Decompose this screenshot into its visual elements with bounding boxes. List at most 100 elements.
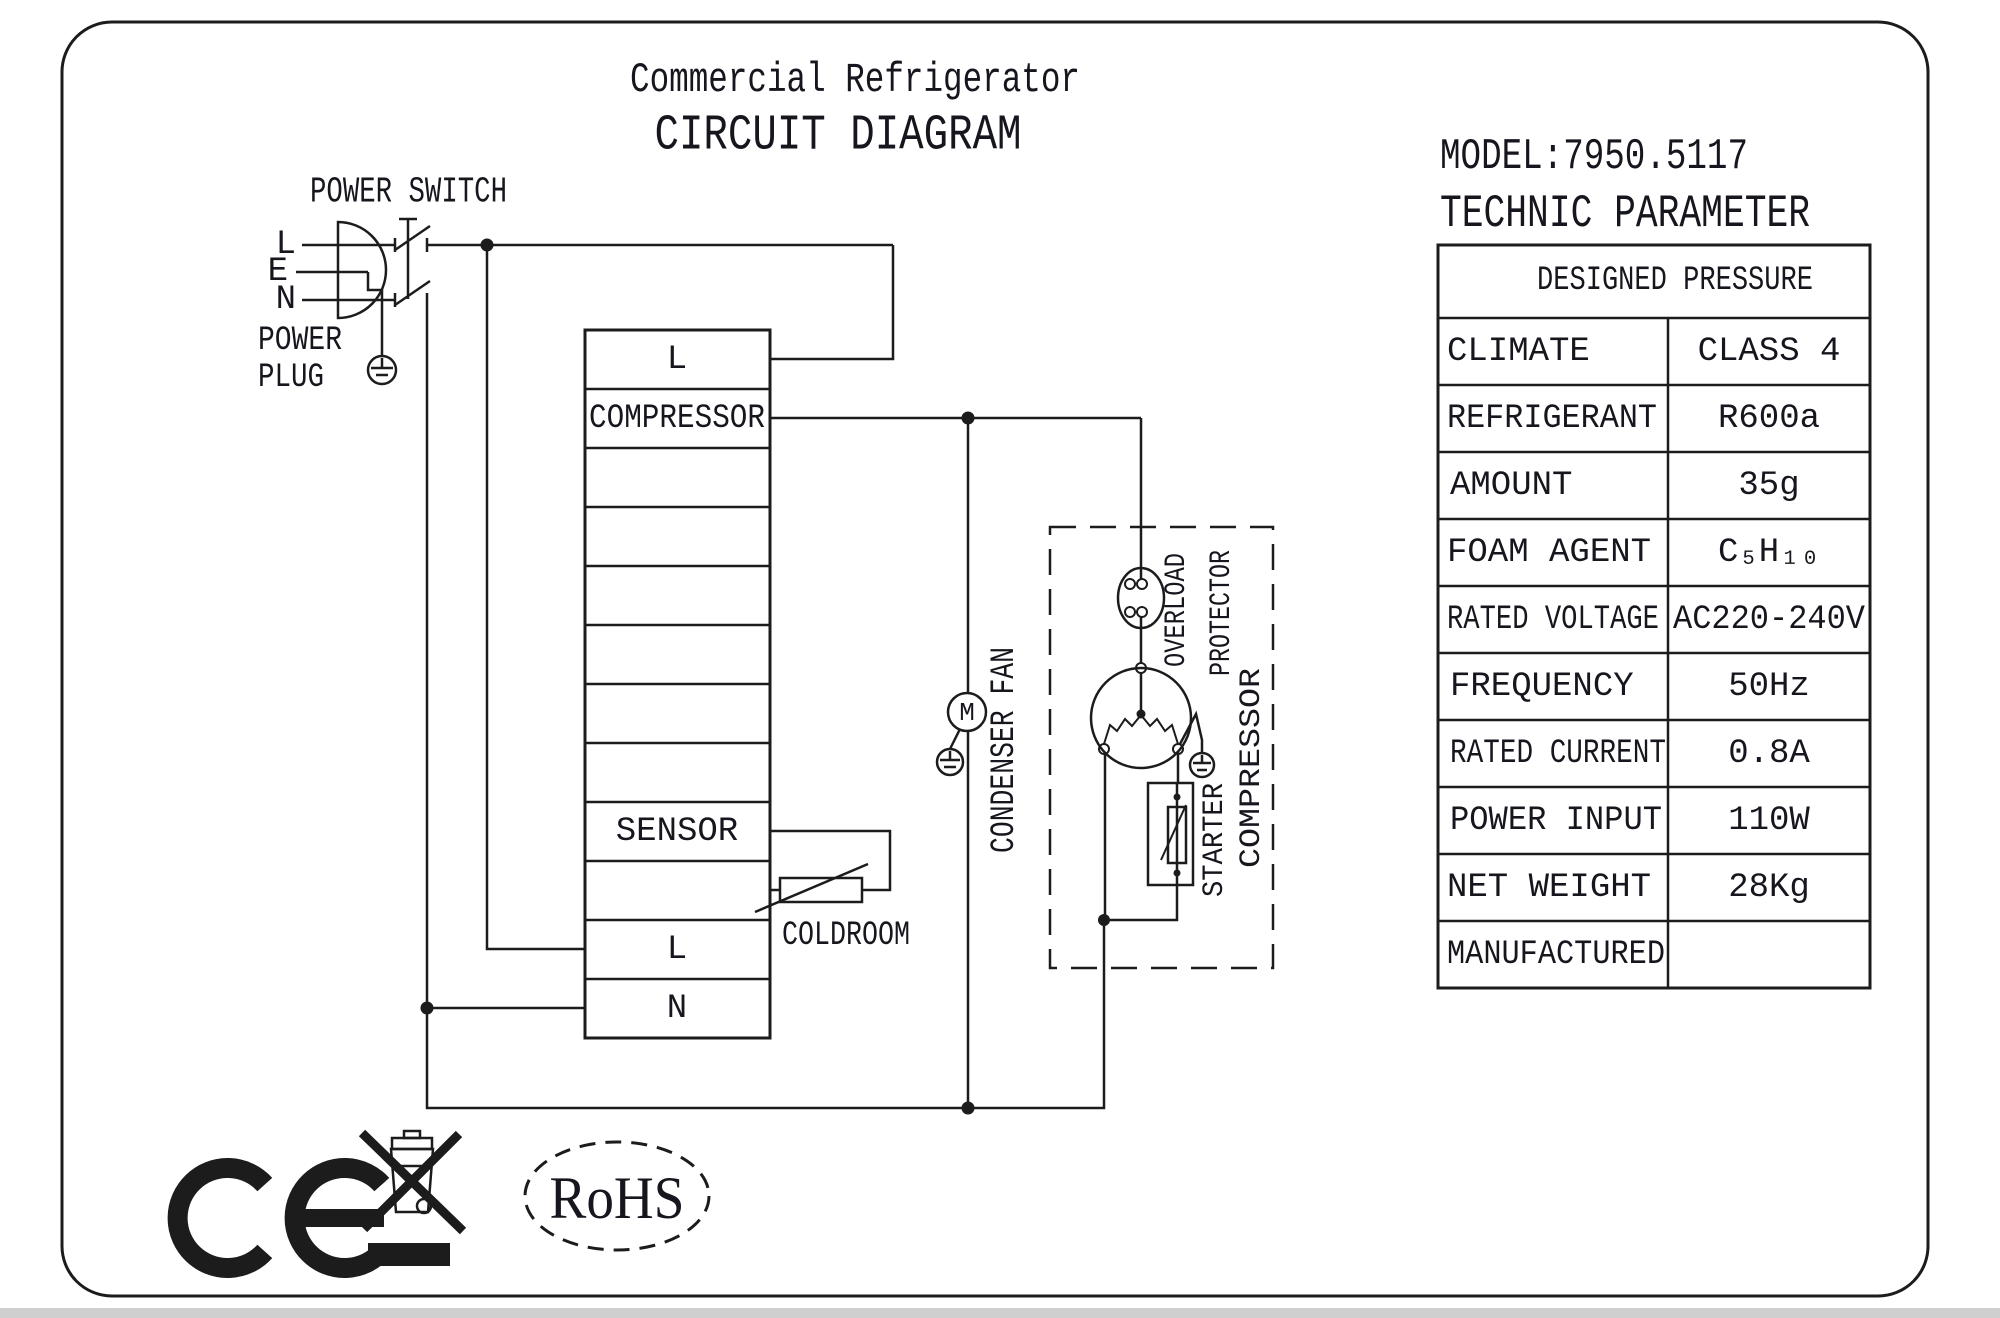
compressor-motor-icon <box>1089 662 1193 770</box>
terminal-row-label: L <box>667 931 687 969</box>
starter-node <box>1173 869 1181 877</box>
table-row-value: AC220-240V <box>1673 601 1866 639</box>
rohs-ellipse <box>523 1140 711 1252</box>
overload-contact <box>1136 578 1148 590</box>
earth-bars <box>1193 755 1211 772</box>
wiring <box>296 217 1204 1110</box>
fan-motor-circle <box>946 691 988 733</box>
thermistor-strike <box>754 862 869 914</box>
table-row-label: CLIMATE <box>1447 333 1590 371</box>
motor-center-node <box>1136 709 1146 719</box>
pin-label-neutral: N <box>276 281 296 319</box>
terminal-row-label: L <box>667 341 687 379</box>
frame-border <box>60 20 1930 1298</box>
ce-icon <box>167 1158 390 1278</box>
power-switch-label: POWER SWITCH <box>310 172 507 213</box>
junction-dot <box>961 411 975 425</box>
table-row-label: RATED CURRENT <box>1450 735 1666 773</box>
power-plug-label-line1: POWER <box>258 322 342 360</box>
table-row-label: FOAM AGENT <box>1447 534 1651 572</box>
table-row-label: NET WEIGHT <box>1447 869 1651 907</box>
pin-label-earth: E <box>268 253 288 291</box>
starter-node <box>1173 793 1181 801</box>
overload-label-line1: OVERLOAD <box>1160 553 1194 667</box>
motor-winding-left <box>1103 714 1142 745</box>
motor-terminal <box>1098 743 1110 755</box>
terminal-row-label: N <box>667 990 687 1028</box>
starter-box <box>1146 781 1195 887</box>
table-row-value: 0.8A <box>1728 735 1810 773</box>
coldroom-sensor-icon <box>754 862 869 914</box>
table-row-label: FREQUENCY <box>1450 668 1634 706</box>
terminal-block-dividers <box>585 387 770 981</box>
compressor-label: COMPRESSOR <box>1235 668 1269 868</box>
table-row-value: 35g <box>1738 467 1799 505</box>
table-row-value: 50Hz <box>1728 668 1810 706</box>
scan-edge-artifact <box>0 1308 2000 1318</box>
table-row-value: C₅H₁₀ <box>1718 534 1820 572</box>
earth-circle <box>366 354 398 386</box>
table-row-label: AMOUNT <box>1450 467 1572 505</box>
terminal-row-label: COMPRESSOR <box>589 400 765 438</box>
table-row-value: R600a <box>1718 400 1820 438</box>
junction-dot <box>1098 914 1110 926</box>
pin-label-live: L <box>276 226 296 264</box>
bin-cross <box>358 1129 467 1235</box>
power-plug-label-line2: PLUG <box>258 359 324 397</box>
page-subtitle: Commercial Refrigerator <box>630 56 1080 104</box>
table-row-label: RATED VOLTAGE <box>1447 601 1659 639</box>
rohs-label: RoHS <box>550 1165 685 1231</box>
table-gridlines <box>1438 316 1870 988</box>
thermistor-body <box>778 876 864 904</box>
terminal-block: L COMPRESSOR SENSOR L N <box>583 328 772 1040</box>
page-title: CIRCUIT DIAGRAM <box>655 108 1022 165</box>
earth-bars <box>371 358 393 377</box>
overload-label-line2: PROTECTOR <box>1205 550 1239 676</box>
overload-body <box>1116 566 1166 630</box>
ptc-body <box>1166 805 1188 865</box>
fan-motor-icon: M <box>946 691 988 733</box>
earth-circle <box>1188 751 1216 779</box>
ce-letter-e-arc <box>284 1158 390 1278</box>
motor-terminal <box>1135 662 1147 674</box>
table-row-value: 28Kg <box>1728 869 1810 907</box>
table-row-label: REFRIGERANT <box>1447 400 1657 438</box>
table-outline <box>1436 243 1872 990</box>
terminal-row-label: SENSOR <box>616 813 738 851</box>
fan-earth-icon <box>935 747 965 777</box>
ptc-strike <box>1160 804 1187 861</box>
motor-terminal <box>1172 743 1184 755</box>
earth-bars <box>940 751 960 769</box>
power-plug-icon <box>336 220 388 320</box>
compressor-earth-icon <box>1188 751 1216 779</box>
weee-icon <box>358 1129 467 1266</box>
table-header: DESIGNED PRESSURE <box>1537 262 1813 300</box>
motor-circle <box>1089 666 1193 770</box>
condenser-fan-label: CONDENSER FAN <box>986 647 1024 853</box>
starter-label: STARTER <box>1198 783 1232 897</box>
weee-black-bar <box>368 1243 450 1266</box>
overload-contact <box>1124 578 1136 590</box>
bin-lid <box>390 1136 434 1151</box>
overload-contact <box>1124 606 1136 618</box>
overload-protector-icon <box>1116 566 1166 630</box>
junction-dot <box>480 238 494 252</box>
junction-dot <box>961 1101 975 1115</box>
technic-parameter-table: DESIGNED PRESSURE CLIMATE CLASS 4 REFRIG… <box>1436 243 1872 990</box>
earth-circle <box>935 747 965 777</box>
model-number: MODEL:7950.5117 <box>1440 132 1748 182</box>
ce-letter-c <box>167 1158 273 1278</box>
compressor-dashed-box <box>1048 525 1275 970</box>
table-row-label: MANUFACTURED <box>1447 936 1665 974</box>
fan-motor-letter: M <box>959 698 975 728</box>
starter-icon <box>1146 781 1195 887</box>
plug-earth-icon <box>366 354 398 386</box>
coldroom-label: COLDROOM <box>782 917 910 955</box>
overload-contact <box>1136 606 1148 618</box>
table-row-value: CLASS 4 <box>1698 333 1841 371</box>
table-row-label: POWER INPUT <box>1450 802 1662 840</box>
junction-dot <box>420 1001 434 1015</box>
rohs-icon: RoHS <box>523 1140 711 1252</box>
